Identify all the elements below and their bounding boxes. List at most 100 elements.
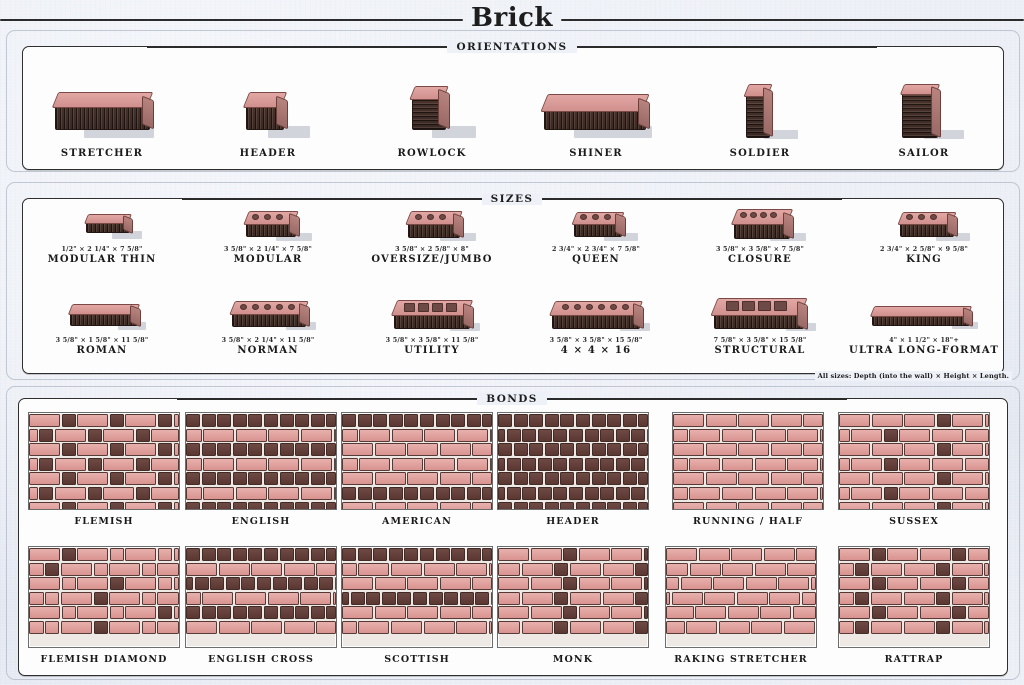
brick-unit: [109, 443, 124, 457]
brick-unit: [87, 457, 102, 471]
brick-unit: [29, 591, 44, 605]
brick-unit: [435, 487, 450, 500]
size-item-norman[interactable]: 3 5/8" × 2 1/4" × 11 5/8" NORMAN: [188, 292, 348, 356]
brick-unit: [529, 443, 544, 457]
bond-item-english[interactable]: ENGLISH: [185, 412, 337, 527]
size-item-modular-thin[interactable]: 1/2" × 2 1/4" × 7 5/8" MODULAR THIN: [22, 203, 182, 265]
brick-unit: [770, 414, 802, 427]
brick-unit: [673, 487, 688, 500]
section-rule-right: [542, 198, 843, 200]
brick-unit: [158, 472, 172, 486]
brick-unit: [537, 487, 552, 500]
brick-unit: [600, 457, 615, 471]
size-item-closure[interactable]: 3 5/8" × 3 5/8" × 7 5/8" CLOSURE: [680, 203, 840, 265]
bond-item-flemish[interactable]: FLEMISH: [28, 412, 180, 527]
orientation-item-soldier[interactable]: SOLDIER: [680, 78, 840, 159]
bond-pattern-english-cross: [185, 546, 337, 648]
brick-unit: [793, 606, 816, 620]
sizes-section-label: SIZES: [0, 190, 1024, 208]
brick-unit: [689, 487, 721, 500]
bond-item-rattrap[interactable]: RATTRAP: [838, 546, 990, 665]
brick-unit: [61, 501, 76, 509]
size-item-king[interactable]: 2 3/4" × 2 5/8" × 9 5/8" KING: [844, 203, 1004, 265]
brick-unit: [54, 428, 86, 442]
brick-unit: [871, 414, 903, 427]
orientation-item-rowlock[interactable]: ROWLOCK: [352, 78, 512, 159]
brick-unit: [350, 591, 365, 605]
bond-label: RATTRAP: [884, 654, 944, 665]
brick-unit: [787, 562, 816, 576]
size-item-structural[interactable]: 7 5/8" × 3 5/8" × 15 5/8" STRUCTURAL: [680, 292, 840, 356]
brick-unit: [870, 621, 902, 634]
size-item-roman[interactable]: 3 5/8" × 1 5/8" × 11 5/8" ROMAN: [22, 292, 182, 356]
brick-unit: [936, 621, 951, 634]
brick-unit: [951, 621, 983, 634]
brick-unit: [77, 548, 109, 561]
bond-pattern-sussex: [838, 412, 990, 510]
brick-unit: [326, 472, 336, 486]
brick-unit: [295, 472, 310, 486]
size-label: OVERSIZE/JUMBO: [371, 254, 493, 265]
brick-unit: [472, 606, 492, 620]
bond-item-english-cross[interactable]: ENGLISH CROSS: [185, 546, 337, 665]
size-item-queen[interactable]: 2 3/4" × 2 3/4" × 7 5/8" QUEEN: [516, 203, 676, 265]
brick-unit: [984, 621, 989, 634]
brick-unit: [407, 501, 439, 509]
brick-unit: [201, 606, 216, 620]
orientation-label: ROWLOCK: [397, 148, 467, 159]
size-label: ROMAN: [76, 345, 128, 356]
bond-pattern-running: [672, 412, 824, 510]
bond-item-raking-stretcher[interactable]: RAKING STRETCHER: [665, 546, 817, 665]
brick-unit: [763, 548, 795, 561]
brick-unit: [39, 457, 54, 471]
size-item-4x4x16[interactable]: 3 5/8" × 3 5/8" × 15 5/8" 4 × 4 × 16: [516, 292, 676, 356]
brick-unit: [29, 428, 38, 442]
brick-unit: [235, 487, 267, 500]
brick-unit: [251, 621, 283, 634]
size-item-oversize-jumbo[interactable]: 3 5/8" × 2 5/8" × 8" OVERSIZE/JUMBO: [352, 203, 512, 265]
brick-unit: [899, 457, 931, 471]
size-item-ultra-long-format[interactable]: 4" × 1 1/2" × 18"+ ULTRA LONG-FORMAT: [844, 292, 1004, 356]
bond-item-running-half[interactable]: RUNNING / HALF: [672, 412, 824, 527]
brick-unit: [186, 414, 200, 427]
brick-unit: [611, 577, 643, 591]
brick-unit: [109, 562, 141, 576]
brick-unit: [576, 472, 590, 486]
brick-unit: [210, 577, 225, 591]
bond-item-monk[interactable]: MONK: [497, 546, 649, 665]
size-item-utility[interactable]: 3 5/8" × 3 5/8" × 11 5/8" UTILITY: [352, 292, 512, 356]
bond-item-flemish-diamond[interactable]: FLEMISH DIAMOND: [28, 546, 180, 665]
brick-size-structural-icon: [680, 292, 840, 336]
size-item-modular[interactable]: 3 5/8" × 2 1/4" × 7 5/8" MODULAR: [188, 203, 348, 265]
brick-unit: [870, 591, 902, 605]
brick-shiner-icon: [516, 78, 676, 148]
brick-unit: [705, 414, 737, 427]
brick-unit: [883, 428, 898, 442]
brick-unit: [673, 414, 704, 427]
brick-unit: [342, 577, 373, 591]
orientation-item-stretcher[interactable]: STRETCHER: [22, 78, 182, 159]
brick-unit: [342, 501, 373, 509]
brick-size-modular-icon: [188, 203, 348, 245]
brick-unit: [217, 501, 232, 509]
brick-unit: [373, 487, 388, 500]
sizes-panel: [22, 198, 1004, 374]
orientation-item-shiner[interactable]: SHINER: [516, 78, 676, 159]
brick-unit: [591, 443, 606, 457]
bond-item-american[interactable]: AMERICAN: [341, 412, 493, 527]
brick-unit: [560, 501, 575, 509]
orientation-item-header[interactable]: HEADER: [188, 78, 348, 159]
brick-unit: [232, 606, 247, 620]
brick-unit: [451, 414, 466, 427]
brick-unit: [819, 457, 823, 471]
bond-item-header[interactable]: HEADER: [497, 412, 649, 527]
brick-unit: [135, 428, 150, 442]
bond-item-scottish[interactable]: SCOTTISH: [341, 546, 493, 665]
brick-unit: [186, 621, 217, 634]
bond-item-sussex[interactable]: SUSSEX: [838, 412, 990, 527]
brick-unit: [569, 428, 583, 442]
brick-unit: [342, 443, 373, 457]
brick-unit: [803, 501, 823, 509]
brick-unit: [194, 577, 209, 591]
orientation-item-sailor[interactable]: SAILOR: [844, 78, 1004, 159]
